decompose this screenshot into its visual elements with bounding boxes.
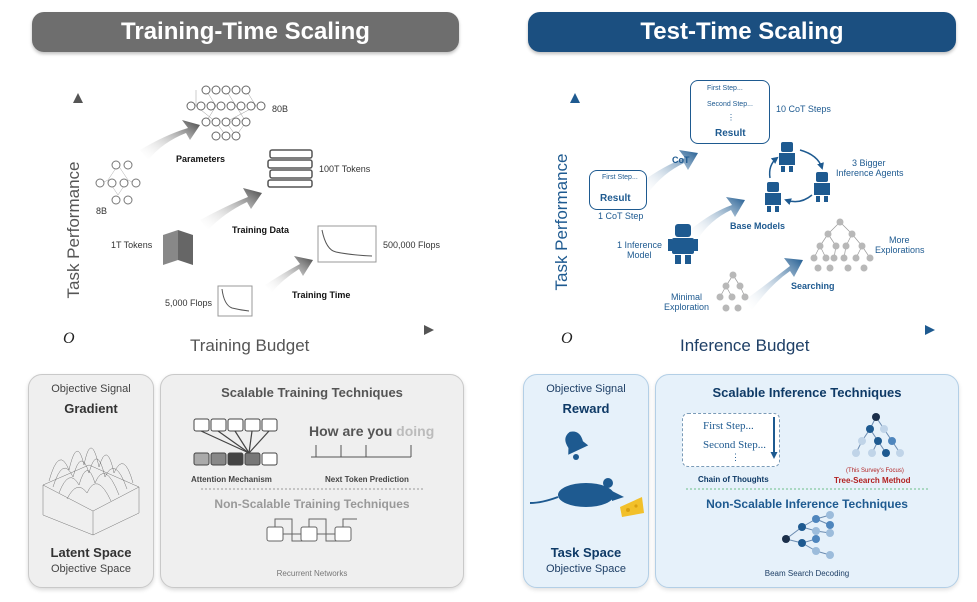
left-growth-arrows — [140, 120, 313, 292]
label-beam-search-decoding: Beam Search Decoding — [764, 569, 850, 578]
training-techniques-panel: Scalable Training Techniques How are you — [160, 374, 464, 588]
inference-technique-graphics — [686, 413, 928, 559]
label-500000-flops: 500,000 Flops — [383, 240, 441, 250]
label-survey-focus: (This Survey's Focus) — [846, 468, 904, 474]
label-model: Model — [627, 250, 652, 260]
training-time-scaling-header: Training-Time Scaling — [32, 12, 459, 52]
label-minimal: Minimal — [671, 292, 703, 302]
label-3-bigger: 3 Bigger — [852, 158, 886, 168]
attention-diagram — [193, 418, 423, 542]
training-signal-panel: Objective Signal Gradient Latent Space O… — [28, 374, 154, 588]
next-token-phrase: How are you doing — [309, 423, 434, 439]
cot-bubble-small: First Step... Result — [589, 170, 647, 210]
small-network-icon — [95, 160, 141, 205]
label-next-token-prediction: Next Token Prediction — [325, 475, 409, 484]
label-training-time: Training Time — [292, 290, 351, 300]
inference-techniques-panel: Scalable Inference Techniques First Step… — [655, 374, 959, 588]
scalable-inference-title: Scalable Inference Techniques — [712, 385, 902, 400]
cot-result-small: Result — [600, 193, 631, 204]
left-x-axis-title: Training Budget — [190, 336, 310, 355]
label-attention-mechanism: Attention Mechanism — [191, 475, 272, 484]
chain-of-thought-card: First Step... Second Step... ⋮ — [682, 413, 780, 467]
cot-small-first-step: First Step... — [602, 174, 638, 181]
right-origin: O — [561, 330, 573, 347]
label-1-inference: 1 Inference — [617, 240, 663, 250]
left-y-axis-title: Task Performance — [64, 161, 83, 299]
right-x-axis-title: Inference Budget — [680, 336, 810, 355]
label-exploration: Exploration — [664, 302, 710, 312]
big-search-tree-icon — [810, 218, 874, 272]
label-explorations: Explorations — [875, 245, 925, 255]
inference-signal-panel: Objective Signal Reward Task Space Objec… — [523, 374, 649, 588]
label-80b: 80B — [272, 104, 289, 114]
label-parameters: Parameters — [176, 154, 226, 164]
right-growth-arrows — [640, 150, 803, 310]
label-tree-search-method: Tree-Search Method — [834, 476, 911, 485]
phrase-word-3: you — [367, 423, 393, 439]
label-1t-tokens: 1T Tokens — [111, 240, 153, 250]
phrase-word-4: doing — [396, 423, 435, 439]
label-training-data: Training Data — [232, 225, 290, 235]
test-time-scaling-header: Test-Time Scaling — [528, 12, 956, 52]
label-searching: Searching — [791, 281, 835, 291]
mouse-icon — [529, 478, 624, 507]
open-book-icon — [163, 230, 193, 265]
cot-dots: ⋮ — [727, 113, 735, 122]
training-gradient: Gradient — [64, 401, 118, 416]
right-y-axis-title: Task Performance — [552, 153, 571, 291]
left-axes — [73, 93, 434, 335]
right-axes — [570, 93, 935, 335]
left-origin: O — [63, 330, 75, 347]
phrase-word-2: are — [342, 423, 364, 439]
robot-icons-trio — [765, 142, 830, 212]
training-objective-signal: Objective Signal — [51, 383, 131, 395]
label-1-cot-step: 1 CoT Step — [598, 211, 644, 221]
inference-task-space: Task Space — [550, 545, 622, 560]
cot-second-step: Second Step... — [707, 101, 753, 108]
cot-card-dots: ⋮ — [731, 452, 740, 462]
non-scalable-inference-title: Non-Scalable Inference Techniques — [706, 497, 908, 511]
cot-card-first-step: First Step... — [703, 420, 754, 432]
label-100t-tokens: 100T Tokens — [319, 164, 371, 174]
label-base-models: Base Models — [730, 221, 786, 231]
cot-bubble-large: First Step... Second Step... ⋮ Result — [690, 80, 770, 144]
cheese-icon — [620, 497, 644, 517]
cot-first-step: First Step... — [707, 85, 743, 92]
robot-icon-single — [668, 224, 698, 264]
bell-icon — [565, 431, 589, 460]
cot-card-second-step: Second Step... — [703, 439, 766, 451]
inference-objective-space: Objective Space — [545, 563, 627, 575]
label-chain-of-thoughts: Chain of Thoughts — [698, 475, 769, 484]
label-5000-flops: 5,000 Flops — [165, 298, 213, 308]
tree-search-icon — [852, 413, 904, 457]
inference-objective-signal: Objective Signal — [546, 383, 626, 395]
phrase-word-1: How — [309, 423, 339, 439]
label-8b: 8B — [96, 206, 108, 216]
training-curve-large — [317, 225, 377, 263]
small-search-tree-icon — [716, 271, 749, 312]
cot-result-large: Result — [715, 128, 746, 139]
inference-reward: Reward — [562, 401, 610, 416]
reward-illustration — [529, 431, 644, 517]
scalable-training-title: Scalable Training Techniques — [221, 385, 403, 400]
training-curve-small — [217, 285, 253, 317]
large-network-icon — [186, 85, 266, 141]
label-inference-agents: Inference Agents — [836, 168, 904, 178]
training-latent-space: Latent Space — [50, 545, 132, 560]
label-more: More — [889, 235, 910, 245]
loss-surface-plot — [42, 447, 140, 536]
label-cot: CoT — [672, 155, 690, 165]
label-10-cot-steps: 10 CoT Steps — [776, 104, 831, 114]
beam-search-icon — [782, 511, 834, 559]
book-stack-icon — [267, 149, 313, 188]
label-recurrent-networks: Recurrent Networks — [276, 569, 348, 578]
non-scalable-training-title: Non-Scalable Training Techniques — [214, 497, 410, 511]
training-objective-space: Objective Space — [50, 563, 132, 575]
